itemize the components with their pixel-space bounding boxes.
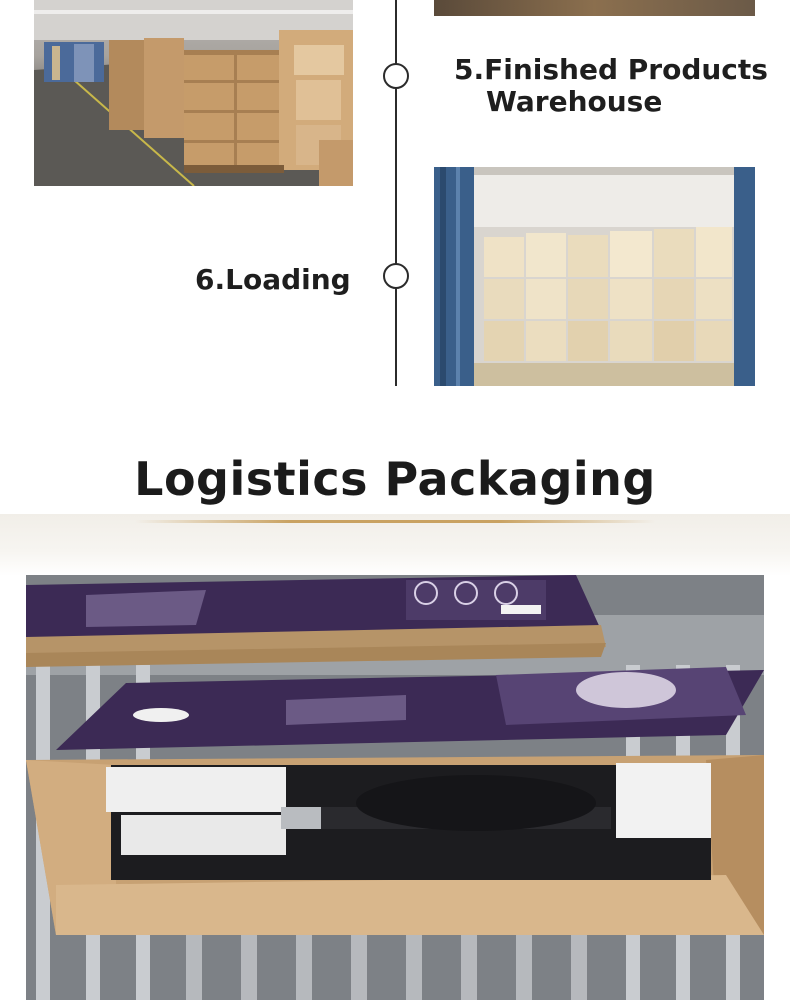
section-title: Logistics Packaging bbox=[134, 452, 656, 506]
heading-band bbox=[0, 514, 790, 576]
timeline-line bbox=[395, 0, 397, 386]
container-loading-photo bbox=[434, 167, 755, 386]
gold-divider bbox=[135, 520, 655, 523]
packaging-illustration bbox=[26, 575, 764, 1000]
timeline-node-step-6 bbox=[383, 263, 409, 289]
timeline-node-step-5 bbox=[383, 63, 409, 89]
previous-step-photo bbox=[434, 0, 755, 16]
finished-products-warehouse-photo bbox=[34, 0, 353, 186]
container-loading-illustration bbox=[434, 167, 755, 386]
warehouse-illustration bbox=[34, 0, 353, 186]
step-5-label-line2: Warehouse bbox=[486, 85, 663, 118]
step-6-label: 6.Loading bbox=[195, 263, 351, 296]
product-packaging-photo bbox=[26, 575, 764, 1000]
step-5-label-line1: 5.Finished Products bbox=[454, 53, 768, 86]
